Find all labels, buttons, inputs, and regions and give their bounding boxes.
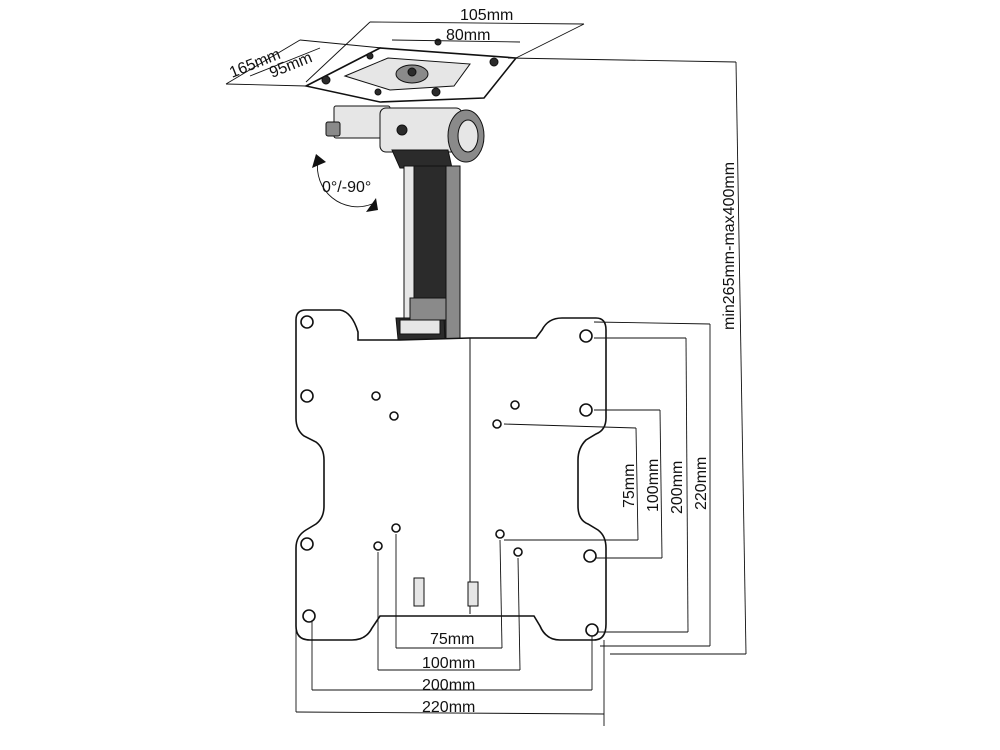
horiz-75-label: 75mm <box>430 631 474 648</box>
tilt-hinge <box>325 105 485 169</box>
horiz-100-label: 100mm <box>422 655 475 672</box>
rotation-arrow <box>312 154 378 212</box>
horizontal-dimensions <box>295 534 605 726</box>
vesa-holes <box>300 315 599 637</box>
horiz-200-label: 200mm <box>422 677 475 694</box>
vert-220-label: 220mm <box>693 457 710 510</box>
vert-75-label: 75mm <box>621 464 638 508</box>
vert-100-label: 100mm <box>645 459 662 512</box>
rotation-label: 0°/-90° <box>322 179 371 196</box>
vert-200-label: 200mm <box>669 461 686 514</box>
height-range-label: min265mm-max400mm <box>721 162 738 330</box>
top-width-outer-label: 105mm <box>460 7 513 24</box>
vertical-dimensions <box>503 57 747 655</box>
horiz-220-label: 220mm <box>422 699 475 716</box>
top-width-inner-label: 80mm <box>446 27 490 44</box>
ceiling-plate <box>303 38 518 103</box>
ceiling-plate-dimensions <box>225 21 585 87</box>
vesa-plate <box>295 309 607 641</box>
